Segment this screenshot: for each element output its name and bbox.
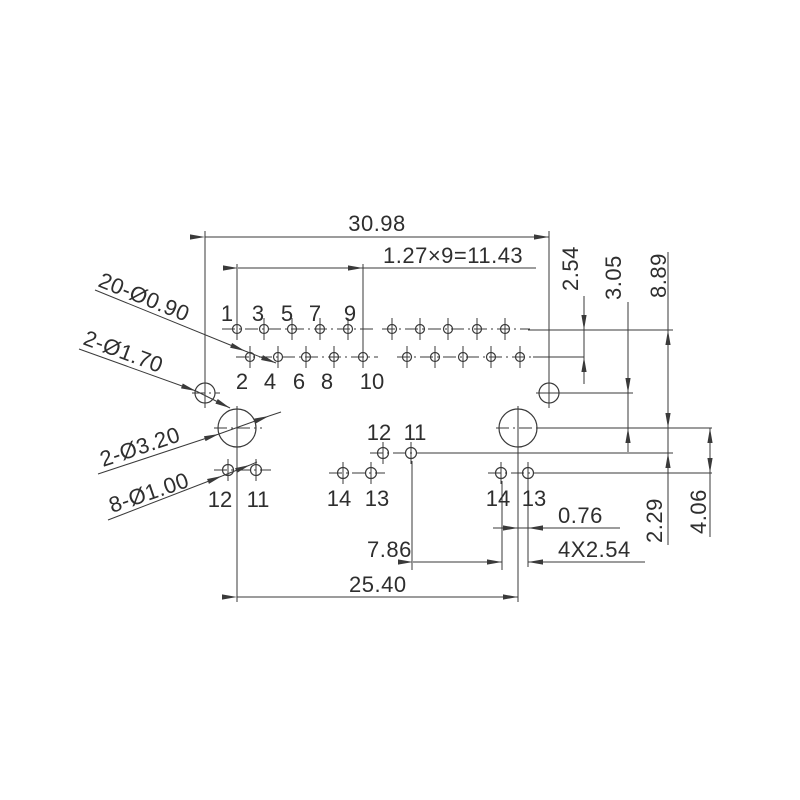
pin-label-10: 10	[360, 369, 384, 394]
dim-pin-pitch: 1.27×9=11.43	[223, 243, 536, 271]
callout-small-mount-holes: 2-Ø1.70	[78, 325, 231, 409]
dim-text-upper-height: 8.89	[646, 253, 671, 298]
pin-label-right-13: 13	[522, 486, 546, 511]
pin-label-1: 1	[221, 301, 233, 326]
dim-text-lower-row-offset: 2.29	[642, 498, 667, 543]
pin-label-left-11: 11	[247, 487, 270, 512]
pin-label-mid-13: 13	[365, 486, 389, 511]
dim-text-pin-pitch: 1.27×9=11.43	[383, 243, 523, 268]
dim-mount-span: 25.40	[222, 572, 518, 600]
dim-text-mount-span: 25.40	[349, 572, 407, 597]
pin-label-left-12: 12	[208, 487, 232, 512]
dim-overall-width: 30.98	[190, 211, 549, 240]
dim-lower-pitch: 4X2.54	[528, 537, 645, 565]
dim-text-mount-offset: 3.05	[601, 255, 626, 300]
pin-label-mid-12: 12	[367, 420, 391, 445]
callout-text-large-mount: 2-Ø3.20	[97, 422, 184, 472]
pin-label-4: 4	[264, 369, 276, 394]
dim-text-row-spacing: 2.54	[558, 246, 583, 291]
dim-text-lower-span: 7.86	[367, 537, 412, 562]
dim-lower-span: 7.86	[367, 537, 502, 565]
pin-label-7: 7	[309, 301, 321, 326]
dim-pin13-offset: 0.76	[493, 503, 620, 531]
dim-mount-hole-offset: 3.05	[601, 255, 631, 452]
pin-label-8: 8	[321, 369, 333, 394]
callout-text-lower-pins: 8-Ø1.00	[106, 467, 193, 517]
dim-text-lower-height: 4.06	[686, 489, 711, 534]
callout-text-small-mount: 2-Ø1.70	[80, 325, 166, 377]
pin-label-mid-11: 11	[404, 420, 427, 445]
pin-number-labels: 1 3 5 7 9 2 4 6 8 10 12 11 12 11 14 13 1…	[208, 301, 546, 512]
dim-upper-height: 8.89 2.29	[642, 252, 671, 545]
pin-label-2: 2	[236, 369, 248, 394]
extension-lines	[204, 231, 712, 602]
pin-label-9: 9	[344, 301, 356, 326]
pin-label-3: 3	[252, 301, 264, 326]
dim-text-pin13-offset: 0.76	[558, 503, 603, 528]
dim-text-overall-width: 30.98	[348, 211, 406, 236]
callout-lower-pin-holes: 8-Ø1.00	[106, 461, 258, 521]
pin-array-top-row	[222, 317, 530, 341]
pin-label-right-14: 14	[486, 486, 510, 511]
dim-row-spacing: 2.54	[558, 246, 587, 384]
pin-label-5: 5	[281, 301, 293, 326]
pin-array-second-row	[236, 345, 533, 369]
pin-label-mid-14: 14	[327, 486, 351, 511]
dim-text-lower-pitch: 4X2.54	[558, 537, 631, 562]
lower-pin-holes	[214, 441, 542, 485]
callout-text-pin-holes: 20-Ø0.90	[95, 267, 193, 326]
pin-label-6: 6	[293, 369, 305, 394]
dim-lower-height: 4.06	[686, 428, 713, 537]
